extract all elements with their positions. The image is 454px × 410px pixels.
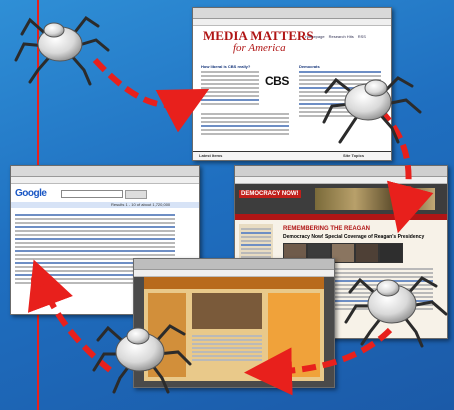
- left-column: How liberal is CBS really? CBS: [201, 64, 293, 137]
- dashed-arrow: [27, 259, 112, 373]
- results-bar: Results 1 - 10 of about 1,720,000: [11, 202, 199, 208]
- text-lines: [201, 71, 259, 105]
- browser-address-bar: [134, 270, 334, 277]
- dashed-arrow: [92, 57, 210, 133]
- logo-subtitle: for America: [233, 42, 286, 54]
- logo-title: MEDIA MATTERS: [203, 28, 314, 43]
- text-lines: [192, 333, 262, 363]
- cbs-logo: CBS: [265, 74, 289, 88]
- spider-icon: [92, 324, 192, 394]
- browser-address-bar: [11, 177, 199, 184]
- dashed-arrow: [377, 107, 434, 234]
- spider-icon: [14, 15, 110, 86]
- nav-strip: [235, 214, 447, 220]
- browser-toolbar: [134, 259, 334, 270]
- photo-thumbnail: [355, 243, 379, 263]
- google-logo-text: Google: [15, 188, 47, 199]
- tab[interactable]: Research Hits: [328, 34, 354, 39]
- google-logo: Google: [15, 188, 47, 199]
- browser-toolbar: [11, 166, 199, 177]
- result-count: Results 1 - 10 of about 1,720,000: [111, 202, 171, 207]
- photo-thumbnail: [331, 243, 355, 263]
- browser-address-bar: [193, 19, 391, 26]
- browser-toolbar: [235, 166, 447, 177]
- photo-thumbnail: [379, 243, 403, 263]
- browser-toolbar: [193, 8, 391, 19]
- footer-bar: Latest Items Site Topics: [193, 151, 391, 160]
- footer-left: Latest Items: [199, 153, 223, 158]
- nav-tabs: Homepage Research Hits RSS: [305, 34, 385, 39]
- feature-image: [192, 293, 262, 329]
- search-button[interactable]: [125, 190, 147, 199]
- subheadline: Democracy Now! Special Coverage of Reaga…: [283, 234, 425, 240]
- left-heading: How liberal is CBS really?: [201, 64, 251, 69]
- headline: REMEMBERING THE REAGAN: [283, 226, 371, 232]
- site-header: [144, 277, 324, 289]
- dashed-arrow: [244, 327, 393, 396]
- browser-address-bar: [235, 177, 447, 184]
- right-heading: Democrats: [299, 64, 320, 69]
- text-lines: [201, 113, 289, 135]
- text-lines: [239, 224, 273, 262]
- footer-right: Site Topics: [343, 153, 365, 158]
- spider-icon: [344, 276, 448, 348]
- search-input[interactable]: [61, 190, 123, 198]
- screenshot-media-matters: MEDIA MATTERS for America Homepage Resea…: [192, 7, 392, 161]
- spider-icon: [322, 76, 422, 144]
- thread-anchor-dot: [31, 273, 45, 287]
- site-logo: DEMOCRACY NOW!: [239, 190, 301, 198]
- logo-block: MEDIA MATTERS for America: [203, 28, 314, 54]
- tab[interactable]: RSS: [357, 34, 366, 39]
- search-results: [15, 212, 175, 286]
- tab[interactable]: Homepage: [305, 34, 325, 39]
